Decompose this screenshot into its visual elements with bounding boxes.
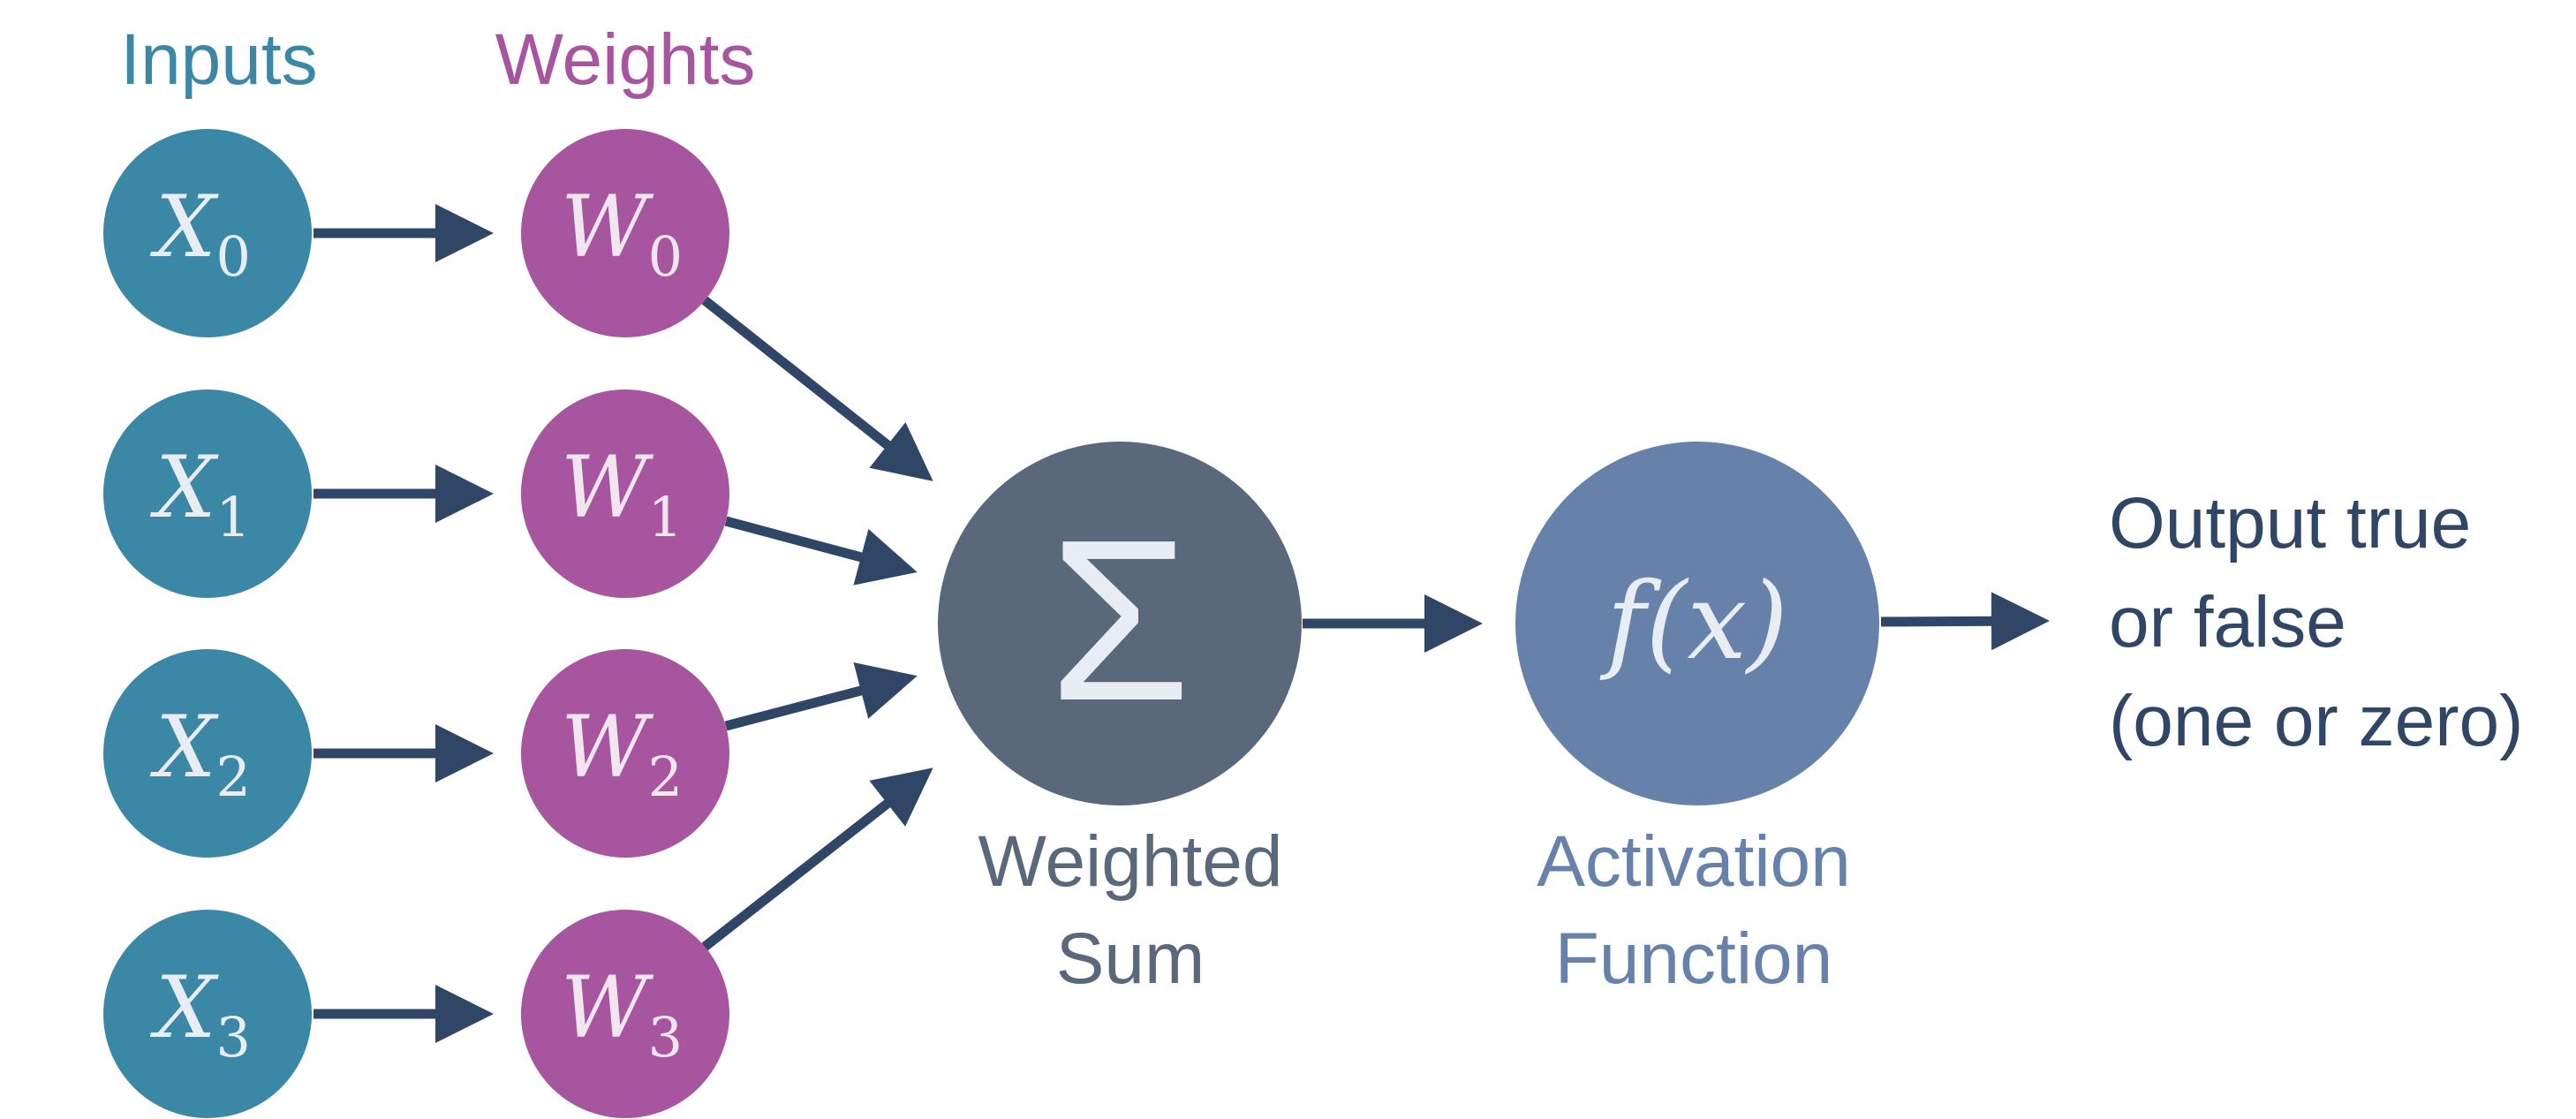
svg-text:X3: X3 — [149, 958, 251, 1070]
activation-label-line1: Activation — [1537, 821, 1851, 902]
output-text: Output true or false (one or zero) — [2109, 483, 2523, 761]
weighted-sum-node: Σ — [938, 442, 1302, 805]
arrow-w1-sum — [724, 516, 918, 586]
arrow-w2-sum — [724, 662, 918, 731]
input-node-x1: X1 — [103, 389, 312, 598]
sigma-symbol: Σ — [1049, 493, 1191, 749]
input-subscript: 2 — [215, 745, 250, 809]
svg-text:W1: W1 — [561, 438, 683, 549]
weight-subscript: 2 — [648, 745, 683, 809]
weight-subscript: 0 — [648, 224, 683, 289]
output-line1: Output true — [2109, 483, 2471, 563]
input-subscript: 3 — [215, 1005, 250, 1070]
output-line2: or false — [2109, 582, 2346, 662]
activation-symbol: f(x) — [1599, 561, 1788, 684]
weight-node-w1: W1 — [521, 389, 729, 598]
activation-label-line2: Function — [1555, 919, 1833, 999]
arrow-w0-sum — [701, 296, 933, 481]
weight-arrows — [701, 296, 933, 951]
arrow-w3-sum — [701, 767, 933, 951]
weights-header: Weights — [495, 19, 756, 100]
weight-symbol: W — [561, 958, 654, 1057]
weighted-sum-label-line2: Sum — [1056, 919, 1205, 999]
weight-node-w0: W0 — [521, 129, 729, 337]
input-subscript: 1 — [215, 485, 250, 549]
svg-text:X0: X0 — [149, 178, 251, 289]
svg-text:X1: X1 — [149, 438, 251, 549]
input-arrows — [314, 204, 494, 1043]
output-line3: (one or zero) — [2109, 681, 2523, 761]
input-nodes: X0 X1 X2 X3 — [103, 129, 312, 1118]
input-symbol: X — [149, 438, 219, 537]
input-node-x2: X2 — [103, 649, 312, 858]
inputs-header: Inputs — [120, 19, 317, 100]
svg-text:W3: W3 — [561, 958, 683, 1070]
input-node-x0: X0 — [103, 129, 312, 337]
weight-symbol: W — [561, 178, 654, 276]
weight-node-w3: W3 — [521, 910, 729, 1118]
weighted-sum-label-line1: Weighted — [978, 821, 1283, 902]
input-node-x3: X3 — [103, 910, 312, 1118]
input-subscript: 0 — [215, 224, 250, 289]
weight-nodes: W0 W1 W2 W3 — [521, 129, 729, 1118]
weight-symbol: W — [561, 438, 654, 537]
activation-node: f(x) — [1515, 442, 1879, 805]
svg-text:W0: W0 — [561, 178, 683, 289]
input-symbol: X — [149, 178, 219, 276]
weight-node-w2: W2 — [521, 649, 729, 858]
weight-subscript: 3 — [648, 1005, 683, 1070]
input-symbol: X — [149, 958, 219, 1057]
weight-symbol: W — [561, 698, 654, 797]
svg-text:W2: W2 — [561, 698, 683, 809]
svg-text:X2: X2 — [149, 698, 251, 809]
weight-subscript: 1 — [648, 485, 683, 549]
input-symbol: X — [149, 698, 219, 797]
arrow-activation-output — [1880, 592, 2050, 651]
